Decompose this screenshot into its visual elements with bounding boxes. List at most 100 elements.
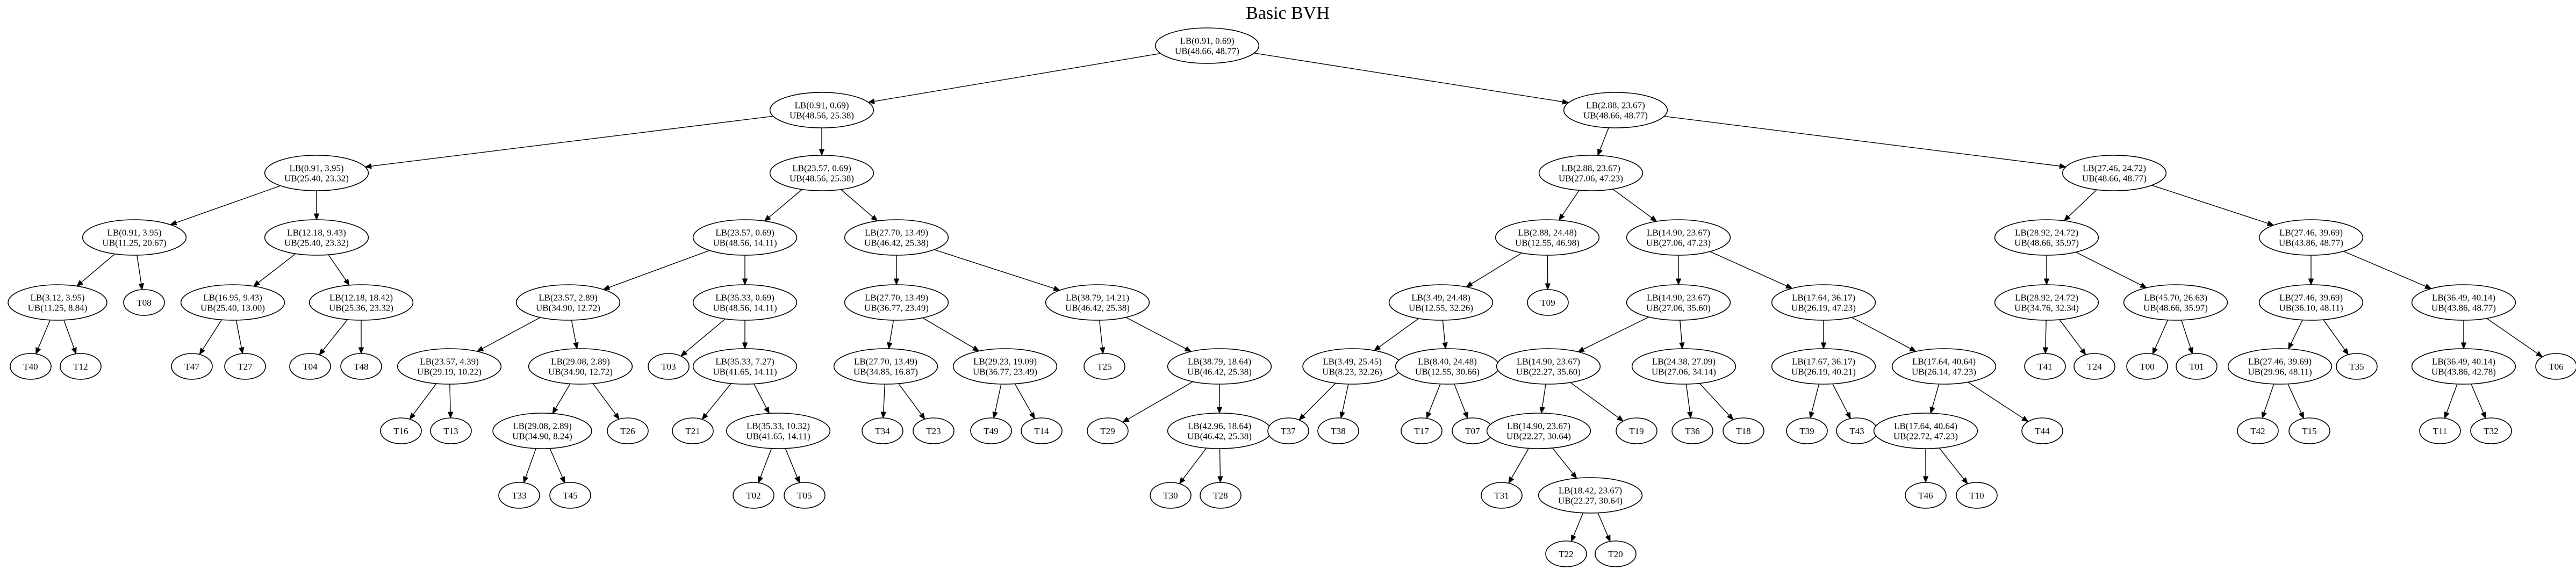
lower-bound-label: LB(29.23, 19.09) bbox=[973, 357, 1037, 367]
leaf-node: T11 bbox=[2419, 417, 2461, 444]
tree-edge bbox=[1597, 127, 1609, 156]
bounding-box-node: LB(17.64, 40.64)UB(22.72, 47.23) bbox=[1873, 413, 1978, 449]
diagram-title: Basic BVH bbox=[1246, 3, 1330, 23]
leaf-label: T11 bbox=[2433, 426, 2448, 436]
tree-edge bbox=[1558, 190, 1580, 221]
upper-bound-label: UB(22.27, 30.64) bbox=[1506, 431, 1571, 442]
node-ellipse bbox=[1595, 540, 1637, 567]
upper-bound-label: UB(11.25, 8.84) bbox=[28, 303, 88, 313]
tree-edge bbox=[1675, 255, 1682, 286]
bounding-box-node: LB(14.90, 23.67)UB(22.27, 35.60) bbox=[1496, 348, 1601, 385]
leaf-node: T17 bbox=[1401, 417, 1443, 444]
node-ellipse bbox=[913, 417, 955, 444]
bounding-box-node: LB(8.40, 24.48)UB(12.55, 30.66) bbox=[1395, 348, 1500, 385]
leaf-node: T37 bbox=[1267, 417, 1309, 444]
tree-edge bbox=[592, 383, 620, 420]
node-ellipse bbox=[1671, 417, 1713, 444]
arrowhead-icon bbox=[1597, 148, 1603, 156]
arrowhead-icon bbox=[1442, 342, 1448, 350]
arrowhead-icon bbox=[742, 342, 748, 350]
edge-line bbox=[2181, 320, 2191, 349]
tree-edge bbox=[898, 383, 925, 420]
tree-edge bbox=[1373, 318, 1419, 351]
arrowhead-icon bbox=[992, 411, 998, 419]
leaf-node: T14 bbox=[1021, 417, 1063, 444]
leaf-node: T35 bbox=[2336, 353, 2378, 380]
node-ellipse bbox=[549, 482, 591, 509]
arrowhead-icon bbox=[1217, 476, 1223, 484]
tree-edge bbox=[1809, 384, 1820, 419]
edge-line bbox=[1341, 384, 1349, 413]
tree-edge bbox=[137, 255, 144, 291]
tree-edge bbox=[1679, 320, 1685, 350]
edge-line bbox=[413, 383, 437, 415]
bounding-box-node: LB(14.90, 23.67)UB(27.06, 35.60) bbox=[1626, 284, 1731, 321]
leaf-label: T35 bbox=[2349, 362, 2364, 372]
lower-bound-label: LB(27.46, 39.69) bbox=[2248, 357, 2312, 367]
arrowhead-icon bbox=[2059, 163, 2066, 169]
upper-bound-label: UB(43.86, 42.78) bbox=[2431, 367, 2496, 377]
node-ellipse bbox=[1045, 284, 1150, 321]
arrowhead-icon bbox=[1184, 346, 1192, 352]
leaf-label: T19 bbox=[1629, 426, 1644, 436]
arrowhead-icon bbox=[1727, 413, 1734, 421]
arrowhead-icon bbox=[1339, 411, 1345, 419]
bounding-box-node: LB(29.23, 19.09)UB(36.77, 23.49) bbox=[952, 348, 1058, 385]
tree-edge bbox=[867, 53, 1161, 104]
tree-edge bbox=[1339, 384, 1349, 419]
edge-line bbox=[1562, 190, 1580, 216]
bounding-box-node: LB(3.49, 24.48)UB(12.55, 32.26) bbox=[1388, 284, 1494, 321]
leaf-node: T01 bbox=[2176, 353, 2218, 380]
edge-line bbox=[1254, 53, 1563, 103]
arrowhead-icon bbox=[1545, 283, 1551, 291]
arrowhead-icon bbox=[1616, 415, 1624, 422]
leaf-label: T13 bbox=[443, 426, 458, 436]
node-ellipse bbox=[2126, 353, 2168, 380]
tree-edge bbox=[742, 255, 748, 286]
tree-edge bbox=[1832, 384, 1851, 420]
upper-bound-label: UB(8.23, 32.26) bbox=[1322, 367, 1382, 377]
bounding-box-node: LB(35.33, 10.32)UB(41.65, 14.11) bbox=[726, 413, 831, 449]
tree-edge bbox=[2323, 319, 2349, 356]
arrowhead-icon bbox=[893, 278, 900, 286]
lower-bound-label: LB(14.90, 23.67) bbox=[1647, 293, 1710, 303]
tree-edge bbox=[409, 383, 437, 420]
lower-bound-label: LB(36.49, 40.14) bbox=[2432, 357, 2495, 367]
leaf-node: T45 bbox=[549, 482, 591, 509]
node-ellipse bbox=[769, 155, 874, 191]
upper-bound-label: UB(48.56, 14.11) bbox=[713, 238, 777, 248]
tree-edge bbox=[1820, 320, 1827, 350]
arrowhead-icon bbox=[35, 347, 41, 355]
lower-bound-label: LB(27.46, 24.72) bbox=[2083, 163, 2146, 174]
leaf-node: T48 bbox=[340, 353, 382, 380]
leaf-node: T16 bbox=[380, 417, 422, 444]
node-ellipse bbox=[1084, 353, 1125, 380]
tree-edge bbox=[887, 320, 894, 350]
node-ellipse bbox=[1200, 482, 1242, 509]
node-ellipse bbox=[2419, 417, 2461, 444]
arrowhead-icon bbox=[199, 348, 205, 355]
leaf-node: T12 bbox=[60, 353, 102, 380]
tree-edge bbox=[841, 189, 878, 222]
node-ellipse bbox=[180, 284, 285, 321]
leaf-label: T25 bbox=[1097, 362, 1111, 372]
node-ellipse bbox=[380, 417, 422, 444]
edge-line bbox=[934, 249, 1054, 289]
bounding-box-node: LB(23.57, 0.69)UB(48.56, 14.11) bbox=[692, 219, 798, 256]
lower-bound-label: LB(17.64, 40.64) bbox=[1912, 357, 1976, 367]
node-ellipse bbox=[1527, 289, 1569, 316]
tree-edge bbox=[680, 319, 726, 357]
lower-bound-label: LB(28.92, 24.72) bbox=[2015, 228, 2078, 238]
lower-bound-label: LB(12.18, 9.43) bbox=[287, 228, 346, 238]
edge-line bbox=[482, 317, 541, 349]
tree-edge bbox=[328, 254, 350, 286]
upper-bound-label: UB(27.06, 47.23) bbox=[1646, 238, 1711, 248]
tree-edge bbox=[319, 319, 348, 356]
tree-edge bbox=[1125, 317, 1192, 352]
edge-line bbox=[1182, 448, 1207, 480]
tree-edge bbox=[701, 383, 731, 420]
lower-bound-label: LB(0.91, 3.95) bbox=[289, 163, 343, 174]
node-ellipse bbox=[1538, 155, 1644, 191]
bounding-box-node: LB(27.70, 13.49)UB(36.77, 23.49) bbox=[844, 284, 949, 321]
node-ellipse bbox=[1723, 417, 1764, 444]
